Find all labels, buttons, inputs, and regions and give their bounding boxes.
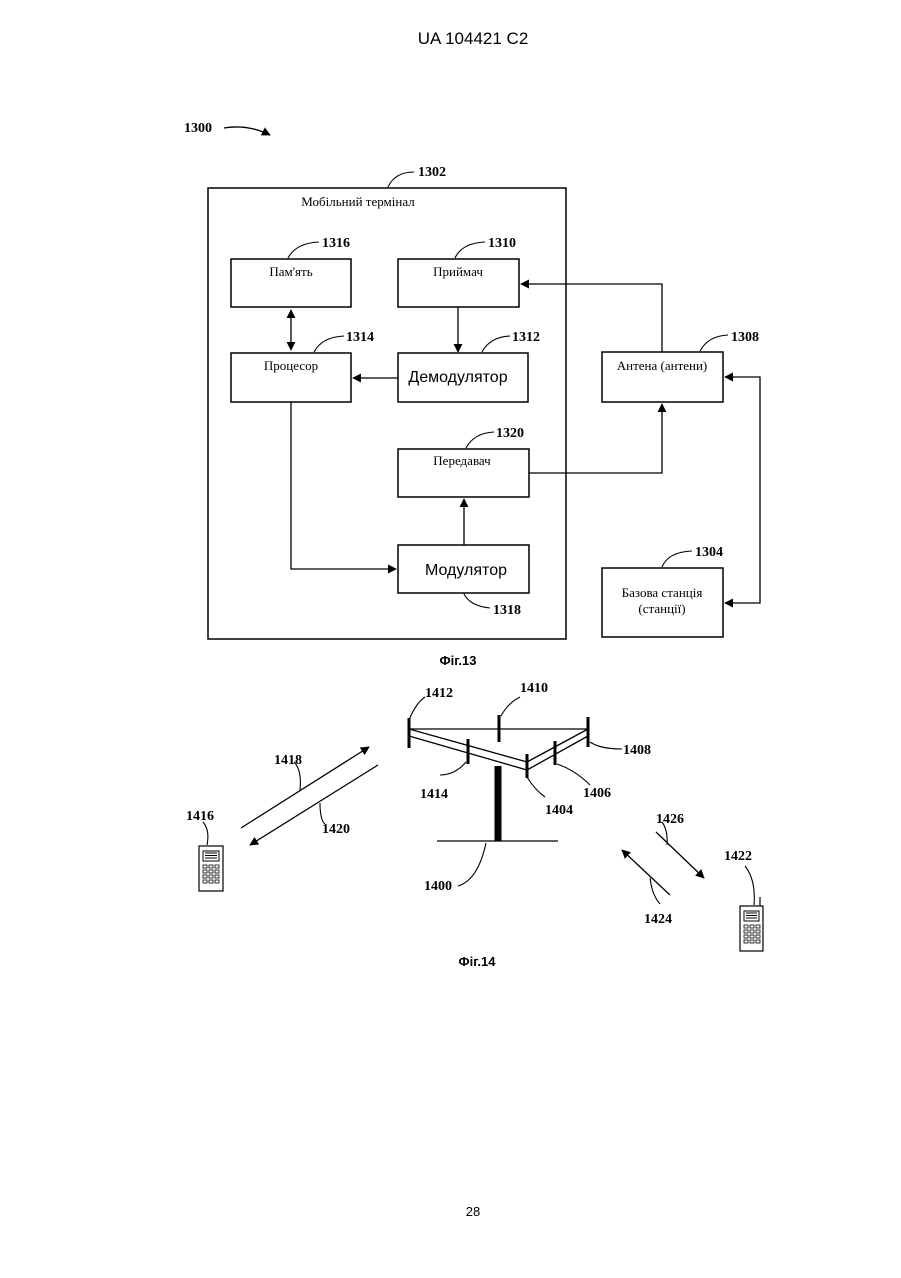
fig13-diagram: 1300 Мобільний термінал 1302 Пам'ять 131… bbox=[184, 121, 760, 668]
processor-label: Процесор bbox=[264, 358, 318, 373]
leader-1400 bbox=[458, 843, 486, 886]
ref-1300-arrow bbox=[224, 127, 270, 135]
mobile-device-1422 bbox=[740, 866, 763, 951]
ref-1404: 1404 bbox=[545, 803, 573, 818]
fig14-caption: Фіг.14 bbox=[459, 954, 497, 969]
uplink-arrow-1418 bbox=[241, 747, 369, 828]
leader-1414 bbox=[440, 762, 466, 775]
ref-1300: 1300 bbox=[184, 121, 212, 136]
leader-1412 bbox=[409, 697, 425, 720]
receiver-label: Приймач bbox=[433, 264, 483, 279]
leader-1404 bbox=[527, 777, 545, 797]
ref-1424: 1424 bbox=[644, 912, 672, 927]
leader-1424 bbox=[650, 878, 660, 904]
ref-1318: 1318 bbox=[493, 603, 521, 618]
fig14-diagram: 1412 1410 1408 1414 1404 1406 1400 1418 … bbox=[186, 681, 763, 969]
ref-1302: 1302 bbox=[418, 165, 446, 180]
ref-1414: 1414 bbox=[420, 787, 448, 802]
base-station-label-line1: Базова станція bbox=[622, 585, 703, 600]
base-station-label-line2: (станції) bbox=[638, 601, 685, 616]
transmitter-label: Передавач bbox=[433, 453, 491, 468]
modulator-label: Модулятор bbox=[425, 562, 507, 579]
ref-1400: 1400 bbox=[424, 879, 452, 894]
downlink-arrow-1420 bbox=[250, 765, 378, 845]
ref-1312: 1312 bbox=[512, 330, 540, 345]
leader-1410 bbox=[501, 697, 520, 716]
leader-1422 bbox=[745, 866, 754, 905]
demodulator-label: Демодулятор bbox=[408, 369, 507, 386]
memory-label: Пам'ять bbox=[269, 264, 312, 279]
ref-1308: 1308 bbox=[731, 330, 759, 345]
fig13-caption: Фіг.13 bbox=[440, 653, 477, 668]
antenna-label: Антена (антени) bbox=[617, 358, 708, 373]
array-right-arm-upper bbox=[527, 729, 588, 762]
ref-1418: 1418 bbox=[274, 753, 302, 768]
ref-1314: 1314 bbox=[346, 330, 374, 345]
ref-1406: 1406 bbox=[583, 786, 611, 801]
ref-1426: 1426 bbox=[656, 812, 684, 827]
ref-1408: 1408 bbox=[623, 743, 651, 758]
leader-1406 bbox=[557, 764, 590, 785]
ref-1420: 1420 bbox=[322, 822, 350, 837]
leader-1408 bbox=[590, 742, 622, 749]
ref-1412: 1412 bbox=[425, 686, 453, 701]
leader-1308 bbox=[700, 335, 728, 351]
uplink-arrow-1426 bbox=[656, 832, 704, 878]
leader-1302 bbox=[388, 172, 414, 187]
array-right-arm-lower bbox=[527, 736, 588, 770]
leader-1420 bbox=[320, 803, 325, 824]
leader-1304 bbox=[662, 551, 692, 567]
antenna-basestation-link bbox=[725, 377, 760, 603]
ref-1422: 1422 bbox=[724, 849, 752, 864]
leader-1416 bbox=[203, 822, 208, 845]
ref-1320: 1320 bbox=[496, 426, 524, 441]
ref-1416: 1416 bbox=[186, 809, 214, 824]
ref-1310: 1310 bbox=[488, 236, 516, 251]
mobile-device-1416 bbox=[199, 822, 223, 891]
ref-1410: 1410 bbox=[520, 681, 548, 696]
downlink-arrow-1424 bbox=[622, 850, 670, 895]
ref-1316: 1316 bbox=[322, 236, 350, 251]
patent-header: UA 104421 C2 bbox=[418, 29, 529, 48]
page-number: 28 bbox=[466, 1204, 480, 1219]
ref-1304: 1304 bbox=[695, 545, 723, 560]
mobile-terminal-label: Мобільний термінал bbox=[301, 194, 415, 209]
